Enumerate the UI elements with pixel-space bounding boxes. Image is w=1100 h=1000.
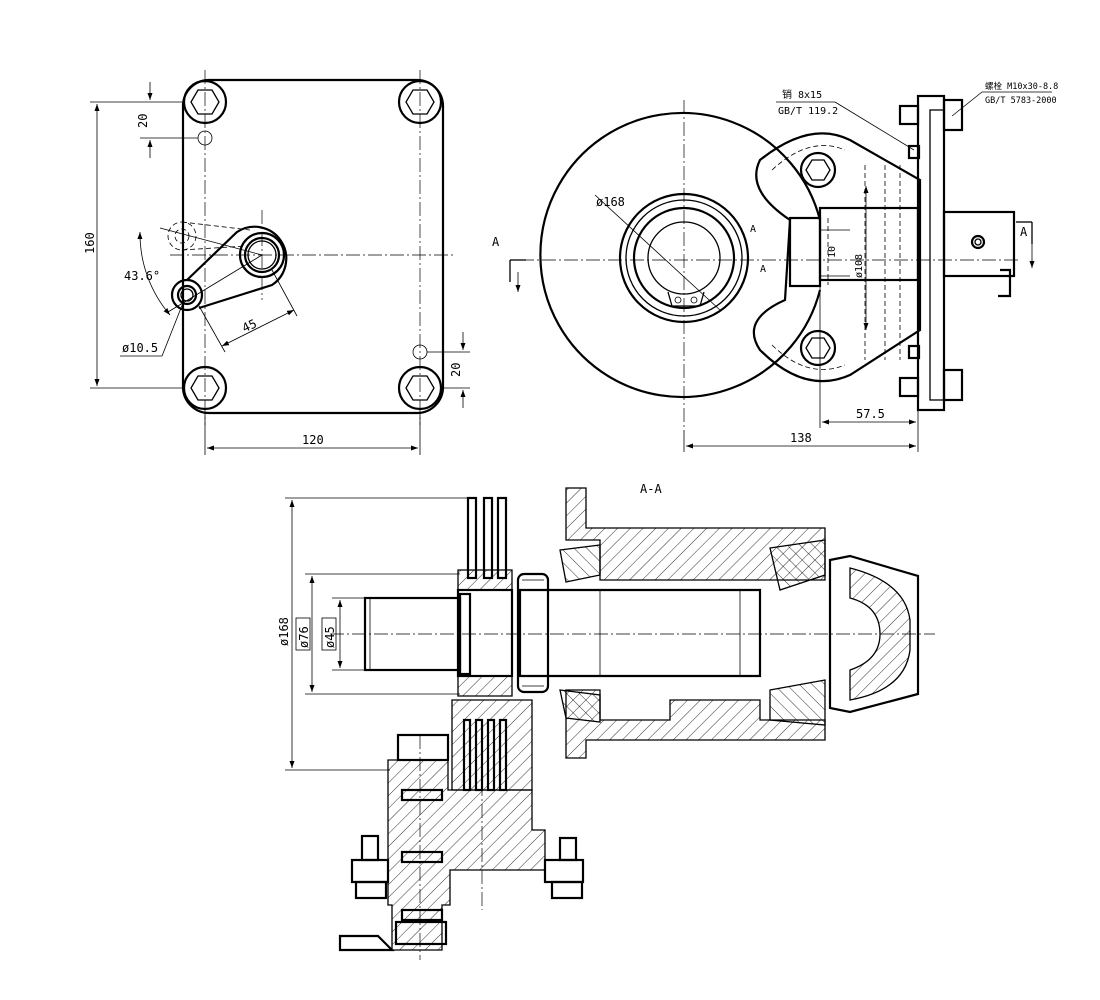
dim-120: 120 (302, 433, 324, 447)
bracket-bolt-upper (799, 151, 837, 189)
bracket-bolt-lower (799, 329, 837, 367)
dim-57-5: 57.5 (856, 407, 885, 421)
flange-bolt-top (898, 98, 964, 132)
pin-callout-line2: GB/T 119.2 (778, 106, 838, 117)
section-mark-inner-2: A (760, 264, 766, 275)
main-shaft (518, 588, 762, 678)
housing-upper (565, 487, 826, 581)
bolt-callout-line1: 螺栓 M10x30-8.8 (985, 81, 1058, 92)
dim-45: 45 (240, 316, 259, 335)
front-view: 43.6° 45 ø10.5 160 20 20 120 (83, 70, 470, 455)
side-view: ø168 (492, 81, 1058, 452)
dim-20-bottom: 20 (449, 363, 463, 377)
bracket-outline (752, 132, 922, 383)
section-mark-left: A (492, 235, 500, 249)
dim-20-top: 20 (136, 114, 150, 128)
mounting-plate-outline (181, 78, 445, 415)
dim-138: 138 (790, 431, 812, 445)
dim-diameter-168-section: ø168 (277, 617, 291, 646)
lever-arm (167, 221, 288, 312)
dim-160: 160 (83, 232, 97, 254)
dim-10: 10 (827, 246, 838, 258)
section-title: A-A (640, 482, 662, 496)
dim-diameter-108: ø108 (854, 254, 865, 278)
dim-diameter-10-5: ø10.5 (122, 341, 158, 355)
gearbox-body (387, 759, 546, 951)
disc-outline (539, 111, 822, 399)
section-mark-inner-1: A (750, 224, 756, 235)
dim-diameter-45: ø45 (323, 626, 337, 648)
section-mark-right: A (1020, 225, 1028, 239)
dim-diameter-168-side: ø168 (596, 195, 625, 209)
output-hub (849, 567, 911, 701)
locating-pin (907, 144, 921, 160)
shaft-end (942, 210, 1016, 278)
bolt-callout-line2: GB/T 5783-2000 (985, 96, 1057, 106)
dim-angle: 43.6° (124, 269, 160, 283)
section-view: A-A (277, 482, 935, 960)
dim-diameter-76: ø76 (297, 626, 311, 648)
pin-callout-line1: 销 8x15 (782, 88, 822, 101)
flange-bolt-bottom (898, 368, 964, 402)
input-stub (363, 596, 462, 672)
